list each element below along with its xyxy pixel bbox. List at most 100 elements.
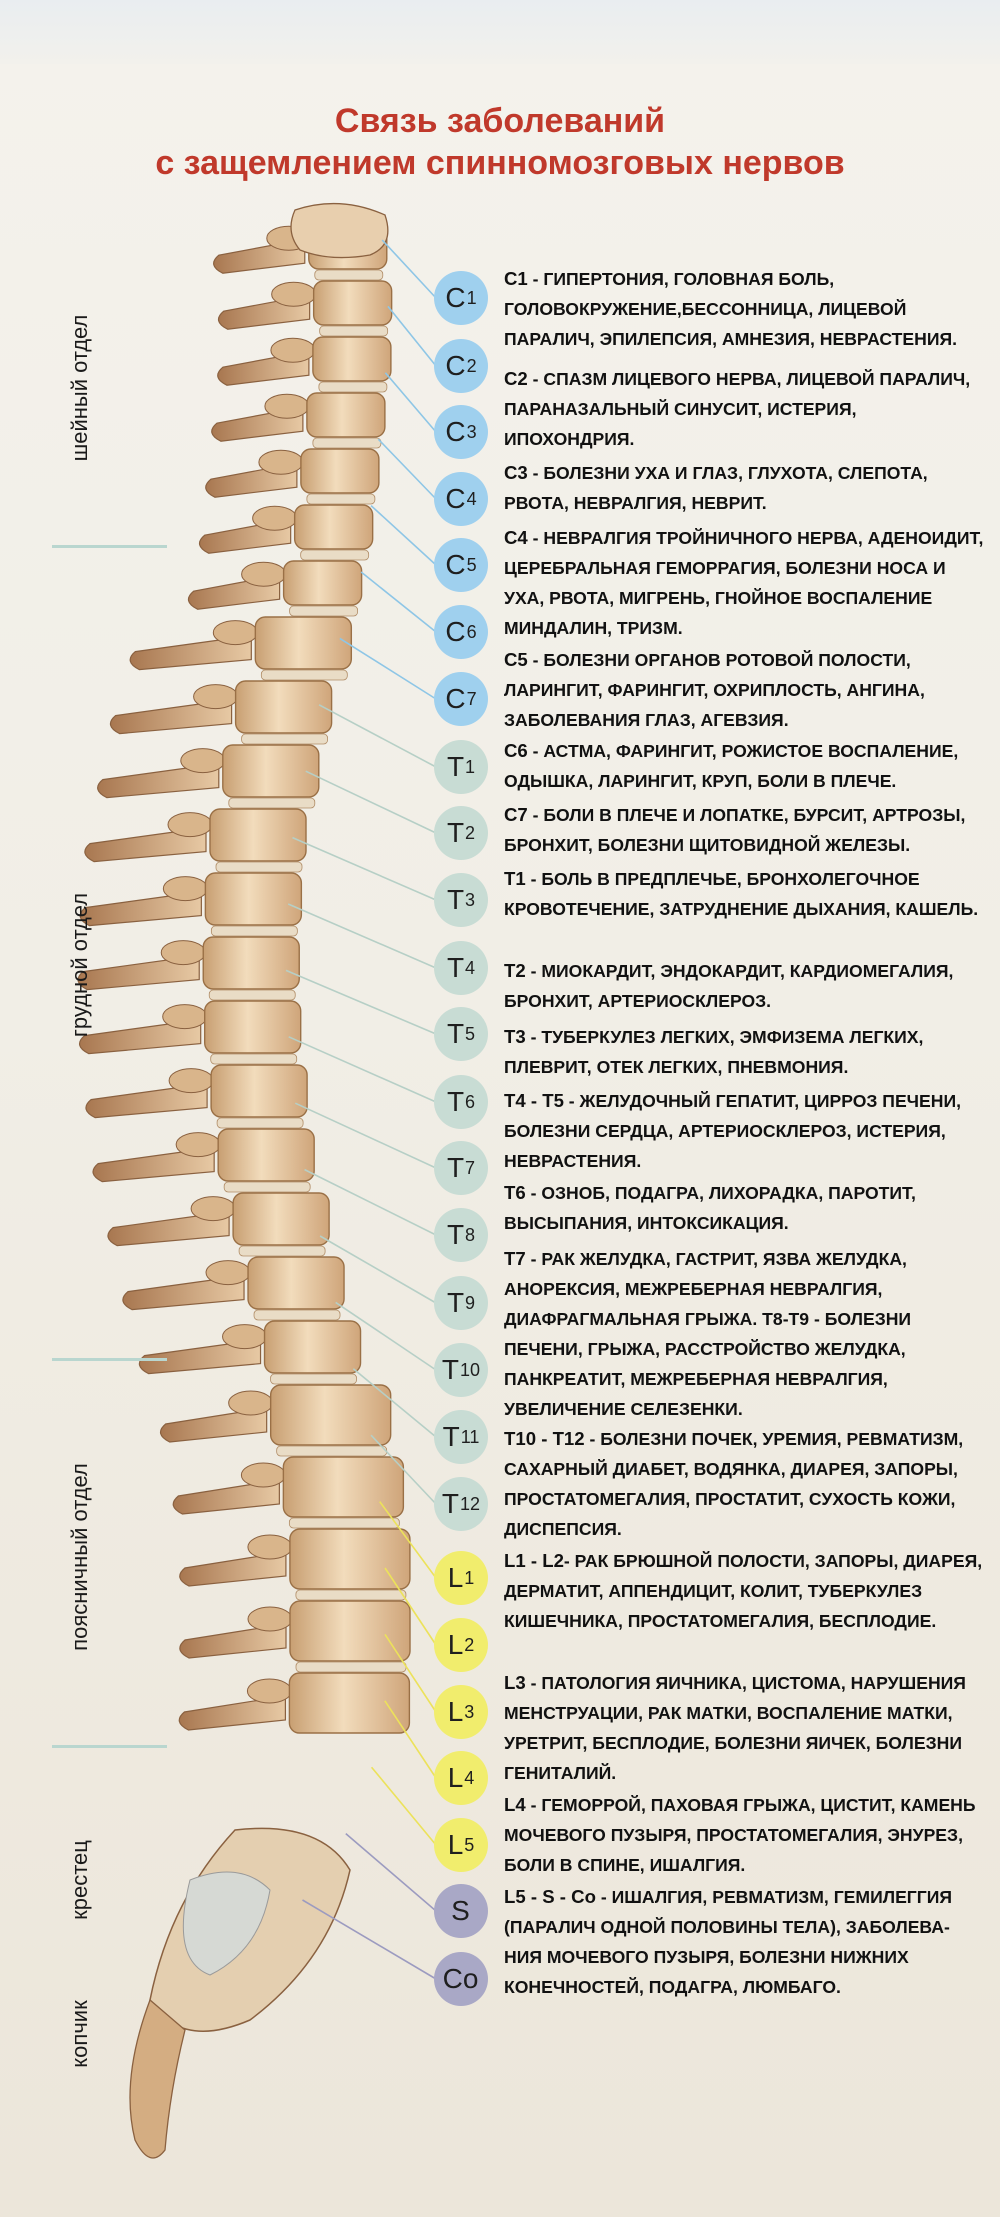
transverse-process — [270, 337, 316, 363]
spinous-process — [85, 1082, 208, 1119]
nerve-leader-line — [370, 1434, 437, 1505]
nerve-leader-line — [318, 704, 437, 768]
vertebra-letter: C — [445, 483, 466, 514]
spinous-process — [179, 1623, 287, 1659]
disease-list: - РАК БРЮШНОЙ ПОЛОСТИ, ЗАПОРЫ, ДИАРЕЯ, Д… — [504, 1551, 983, 1631]
vertebra-circle-co: Co — [434, 1952, 488, 2006]
intervertebral-disc — [289, 605, 359, 617]
disease-entry-l3: L3 - ПАТОЛОГИЯ ЯИЧНИКА, ЦИСТОМА, НАРУШЕН… — [504, 1668, 984, 1788]
vertebral-body — [254, 616, 353, 670]
disease-list: - БОЛЕЗНИ ПОЧЕК, УРЕМИЯ, РЕВМАТИЗМ, САХА… — [504, 1429, 964, 1539]
spinous-process — [97, 762, 220, 799]
intervertebral-disc — [260, 669, 348, 681]
disease-entry-t10-t12: T10 - T12 - БОЛЕЗНИ ПОЧЕК, УРЕМИЯ, РЕВМА… — [504, 1424, 984, 1544]
nerve-leader-line — [352, 1368, 437, 1438]
spinous-process — [172, 1479, 280, 1515]
vertebra-circle-s: S — [434, 1884, 488, 1938]
transverse-process — [160, 940, 206, 966]
vertebra-number: 3 — [466, 421, 477, 442]
intervertebral-disc — [312, 437, 382, 449]
spinous-process — [92, 1146, 215, 1183]
intervertebral-disc — [319, 325, 389, 337]
vertebra-code: L3 — [504, 1672, 526, 1693]
vertebra-number: 2 — [465, 822, 476, 843]
disease-list: - БОЛИ В ПЛЕЧЕ И ЛОПАТКЕ, БУРСИТ, АРТРОЗ… — [504, 805, 966, 855]
vertebra-number: 4 — [464, 1767, 475, 1788]
nerve-leader-line — [377, 438, 437, 500]
nerve-leader-line — [360, 571, 437, 633]
spinous-process — [179, 1551, 287, 1587]
vertebral-body — [202, 936, 300, 990]
nerve-leader-line — [384, 1700, 437, 1779]
vertebra-code: T10 - T12 — [504, 1428, 585, 1449]
disease-list: - ГИПЕРТОНИЯ, ГОЛОВНАЯ БОЛЬ, ГОЛОВОКРУЖЕ… — [504, 269, 958, 349]
vertebra-letter: Co — [442, 1963, 479, 1994]
region-label-cervical: шейный отдел — [67, 314, 92, 462]
nerve-leader-line — [370, 1766, 437, 1846]
nerve-leader-line — [335, 1301, 437, 1371]
vertebra-letter: C — [445, 416, 466, 447]
transverse-process — [228, 1390, 274, 1416]
vertebral-body — [232, 1192, 330, 1246]
disease-list: - ТУБЕРКУЛЕЗ ЛЕГКИХ, ЭМФИЗЕМА ЛЕГКИХ, ПЛ… — [504, 1027, 924, 1077]
vertebra-number: 4 — [465, 957, 476, 978]
intervertebral-disc — [300, 549, 370, 561]
vertebra-number: 5 — [464, 1834, 475, 1855]
region-divider — [52, 545, 167, 548]
intervertebral-disc — [228, 797, 316, 809]
vertebra-letter: S — [451, 1895, 470, 1926]
vertebral-body — [312, 336, 392, 382]
disease-entry-t1: T1 - БОЛЬ В ПРЕДПЛЕЧЬЕ, БРОНХОЛЕГОЧНОЕ К… — [504, 864, 984, 924]
sacrum-surface — [182, 1871, 271, 1976]
disease-entry-t7-t9: T7 - РАК ЖЕЛУДКА, ГАСТРИТ, ЯЗВА ЖЕЛУДКА,… — [504, 1244, 984, 1424]
vertebra-letter: L — [447, 1696, 464, 1727]
disease-entry-l5-s-co: L5 - S - Co - ИШАЛГИЯ, РЕВМАТИЗМ, ГЕМИЛЕ… — [504, 1882, 984, 2002]
vertebra-number: 5 — [465, 1023, 476, 1044]
vertebral-body — [210, 1064, 308, 1118]
disease-entry-t6: T6 - ОЗНОБ, ПОДАГРА, ЛИХОРАДКА, ПАРОТИТ,… — [504, 1178, 984, 1238]
vertebra-letter: T — [446, 1086, 465, 1117]
nerve-leader-line — [379, 1501, 437, 1579]
vertebra-number: 11 — [460, 1426, 480, 1447]
nerve-leader-line — [381, 239, 437, 299]
coccyx — [129, 1998, 186, 2159]
disease-list: - МИОКАРДИТ, ЭНДОКАРДИТ, КАРДИОМЕГАЛИЯ, … — [504, 961, 954, 1011]
transverse-process — [240, 1462, 286, 1488]
intervertebral-disc — [276, 1445, 388, 1457]
vertebra-letter: T — [446, 817, 465, 848]
vertebra-number: 1 — [466, 287, 477, 308]
vertebra-letter: T — [442, 1421, 460, 1452]
vertebra-letter: T — [446, 1152, 465, 1183]
intervertebral-disc — [306, 493, 376, 505]
nerve-leader-line — [339, 637, 437, 700]
nerve-leader-line — [304, 1168, 437, 1236]
nerve-leader-line — [305, 770, 437, 834]
vertebra-code: T4 - T5 — [504, 1090, 564, 1111]
intervertebral-disc — [253, 1309, 341, 1321]
disease-entry-c7: C7 - БОЛИ В ПЛЕЧЕ И ЛОПАТКЕ, БУРСИТ, АРТ… — [504, 800, 984, 860]
vertebral-body — [247, 1256, 345, 1310]
intervertebral-disc — [210, 1053, 298, 1065]
disease-entry-t3: T3 - ТУБЕРКУЛЕЗ ЛЕГКИХ, ЭМФИЗЕМА ЛЕГКИХ,… — [504, 1022, 984, 1082]
vertebral-body — [306, 392, 386, 438]
spine-group — [77, 202, 411, 2159]
disease-entry-c2: C2 - СПАЗМ ЛИЦЕВОГО НЕРВА, ЛИЦЕВОЙ ПАРАЛ… — [504, 364, 984, 454]
disease-list: - СПАЗМ ЛИЦЕВОГО НЕРВА, ЛИЦЕВОЙ ПАРАЛИЧ,… — [504, 369, 971, 449]
vertebra-code: C2 — [504, 368, 528, 389]
spinous-process — [84, 826, 207, 863]
vertebral-body — [269, 1384, 392, 1446]
transverse-process — [162, 1004, 208, 1030]
vertebra-code: T1 — [504, 868, 526, 889]
spinous-process — [107, 1210, 230, 1247]
transverse-process — [247, 1606, 293, 1632]
